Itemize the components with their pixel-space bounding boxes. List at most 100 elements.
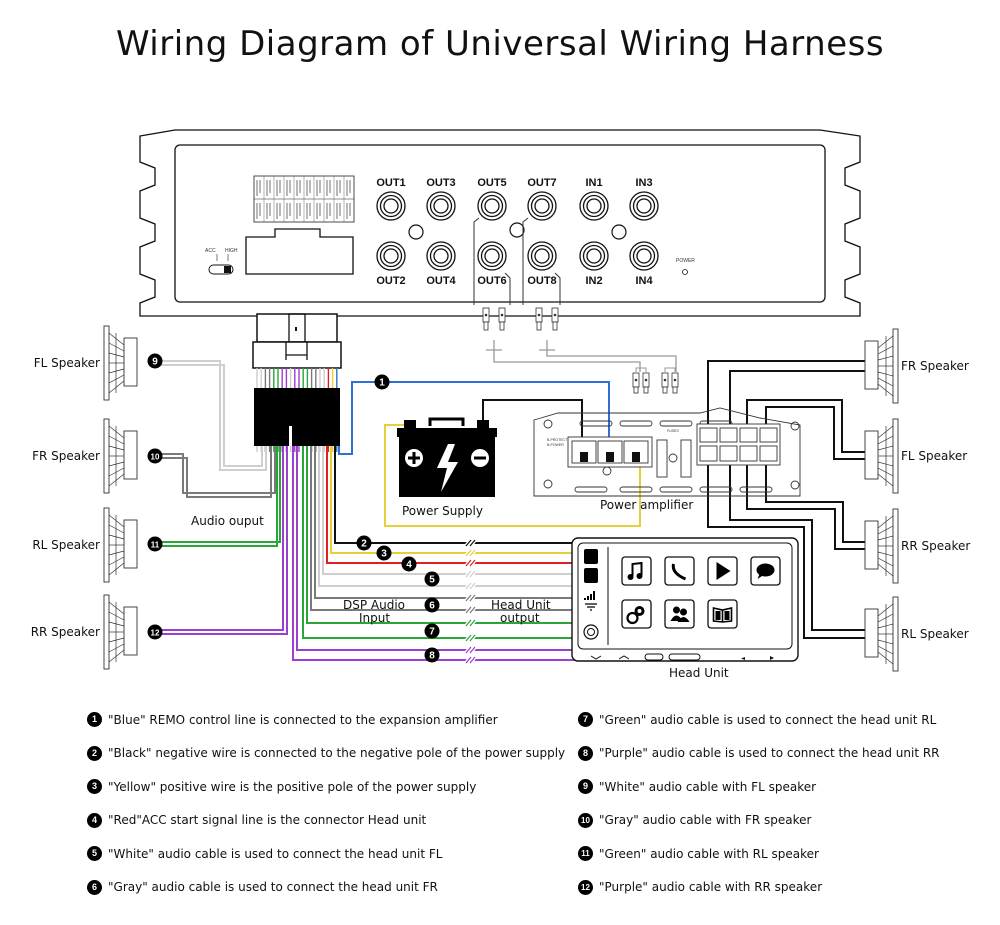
svg-text:FUSES: FUSES	[667, 429, 679, 433]
speaker-left-2: RL Speaker	[32, 507, 138, 583]
head-unit[interactable]	[571, 537, 799, 662]
legend-number-badge: 11	[578, 846, 593, 861]
rca-port-out2[interactable]: OUT2	[376, 241, 406, 287]
power-amplifier	[533, 407, 801, 497]
rca-port-out3[interactable]: OUT3	[426, 177, 456, 221]
legend-text: "Red"ACC start signal line is the connec…	[108, 813, 427, 827]
next-icon[interactable]	[770, 656, 774, 660]
audio-output-label: Audio ouput	[191, 514, 264, 528]
legend-item: 1"Blue" REMO control line is connected t…	[87, 712, 498, 727]
wire-rr-speaker-a	[765, 462, 865, 543]
wire-blue-remo	[338, 381, 610, 455]
wire-marker-12: 12	[147, 624, 163, 640]
book-icon[interactable]	[707, 599, 738, 629]
wire-white-9b	[150, 364, 263, 467]
legend-text: "Gray" audio cable with FR speaker	[599, 813, 812, 827]
rca-port-out1[interactable]: OUT1	[376, 177, 406, 221]
rca-port-out7[interactable]: OUT7	[527, 177, 557, 221]
dsp-audio-input-label-1: DSP Audio	[343, 598, 405, 612]
rca-port-out5[interactable]: OUT5	[477, 177, 507, 221]
rca-port-in3[interactable]: IN3	[629, 177, 659, 221]
wire-fl-speaker-b	[765, 406, 865, 460]
rca-plugs	[482, 307, 679, 394]
chat-bubble-icon[interactable]	[750, 556, 781, 586]
wire-marker-3: 3	[376, 545, 392, 561]
acc-high-switch[interactable]: ACC HIGH	[205, 248, 238, 275]
svg-text:POWER: POWER	[676, 258, 695, 264]
speaker-label: RR Speaker	[901, 539, 970, 553]
rca-port-label: IN2	[585, 275, 602, 287]
legend-text: "Green" audio cable is used to connect t…	[599, 712, 937, 727]
mount-hole	[408, 224, 424, 240]
mount-hole	[509, 222, 525, 238]
wire-purple-8a	[296, 446, 580, 651]
wire-marker-8: 8	[424, 647, 440, 663]
svg-text:1: 1	[379, 378, 385, 389]
wire-marker-11: 11	[147, 536, 163, 552]
legend-item: 11"Green" audio cable with RL speaker	[578, 846, 819, 861]
speaker-right-2: RR Speaker	[864, 508, 970, 584]
wire-green-7a	[306, 446, 580, 624]
rca-port-label: OUT3	[426, 177, 455, 189]
home-pill-large[interactable]	[668, 653, 701, 661]
wire-break-mark	[465, 646, 476, 654]
home-pill-small[interactable]	[644, 653, 664, 661]
speaker-right-3: RL Speaker	[864, 596, 969, 672]
chevron-down-icon[interactable]	[590, 655, 602, 660]
rca-port-out6[interactable]: OUT6	[477, 241, 507, 287]
wire-marker-5: 5	[424, 571, 440, 587]
wire-break-mark	[465, 570, 476, 578]
svg-text:10: 10	[151, 453, 160, 462]
wire-white-9a	[150, 360, 267, 471]
wire-fl-speaker-a	[746, 399, 865, 453]
rca-port-label: OUT4	[426, 275, 456, 287]
rca-port-in4[interactable]: IN4	[629, 241, 659, 287]
play-icon[interactable]	[707, 556, 738, 586]
rca-port-label: OUT8	[527, 275, 556, 287]
legend-text: "Gray" audio cable is used to connect th…	[108, 880, 438, 894]
chevron-up-icon[interactable]	[618, 655, 630, 660]
wire-gray-10a	[150, 446, 276, 494]
rca-lead-out6	[504, 272, 511, 305]
phone-icon[interactable]	[664, 556, 695, 586]
rca-port-out8[interactable]: OUT8	[527, 241, 557, 287]
legend-number-badge: 5	[87, 846, 102, 861]
wire-break-mark	[465, 539, 476, 547]
side-button-icon[interactable]	[584, 549, 598, 564]
legend-text: "White" audio cable is used to connect t…	[108, 846, 443, 861]
contacts-icon[interactable]	[664, 599, 695, 629]
wire-gray-6b	[310, 446, 580, 611]
power-amplifier-label: Power amplifier	[600, 498, 693, 512]
legend-number-badge: 9	[578, 779, 593, 794]
rca-port-out4[interactable]: OUT4	[426, 241, 457, 287]
knob-icon[interactable]	[583, 624, 599, 640]
prev-icon[interactable]	[741, 657, 745, 660]
speaker-label: FL Speaker	[901, 449, 967, 463]
music-note-icon[interactable]	[621, 556, 652, 586]
wire-fr-speaker-b	[729, 370, 865, 440]
rca-port-label: IN3	[635, 177, 652, 189]
settings-gears-icon[interactable]	[621, 599, 652, 629]
wire-rl-speaker-b	[707, 462, 865, 639]
wires	[150, 217, 865, 665]
speaker-label: FL Speaker	[34, 356, 100, 370]
svg-text:4: 4	[406, 560, 412, 571]
wire-break-mark	[465, 634, 476, 642]
legend-text: "White" audio cable with FL speaker	[599, 779, 817, 794]
wire-marker-10: 10	[147, 448, 163, 464]
legend-item: 7"Green" audio cable is used to connect …	[578, 712, 936, 727]
rca-port-in2[interactable]: IN2	[579, 241, 609, 287]
legend-text: "Purple" audio cable is used to connect …	[599, 746, 940, 760]
rca-port-label: OUT5	[477, 177, 506, 189]
svg-text:9: 9	[152, 357, 158, 368]
harness-socket	[245, 228, 354, 275]
side-button-icon[interactable]	[584, 568, 598, 583]
wire-yellow-battery-positive	[384, 424, 641, 527]
rca-port-in1[interactable]: IN1	[579, 177, 609, 221]
wire-white-5a	[322, 446, 580, 575]
svg-text:B-POWER: B-POWER	[547, 443, 564, 447]
speaker-label: FR Speaker	[32, 449, 100, 463]
wire-marker-4: 4	[401, 556, 417, 572]
